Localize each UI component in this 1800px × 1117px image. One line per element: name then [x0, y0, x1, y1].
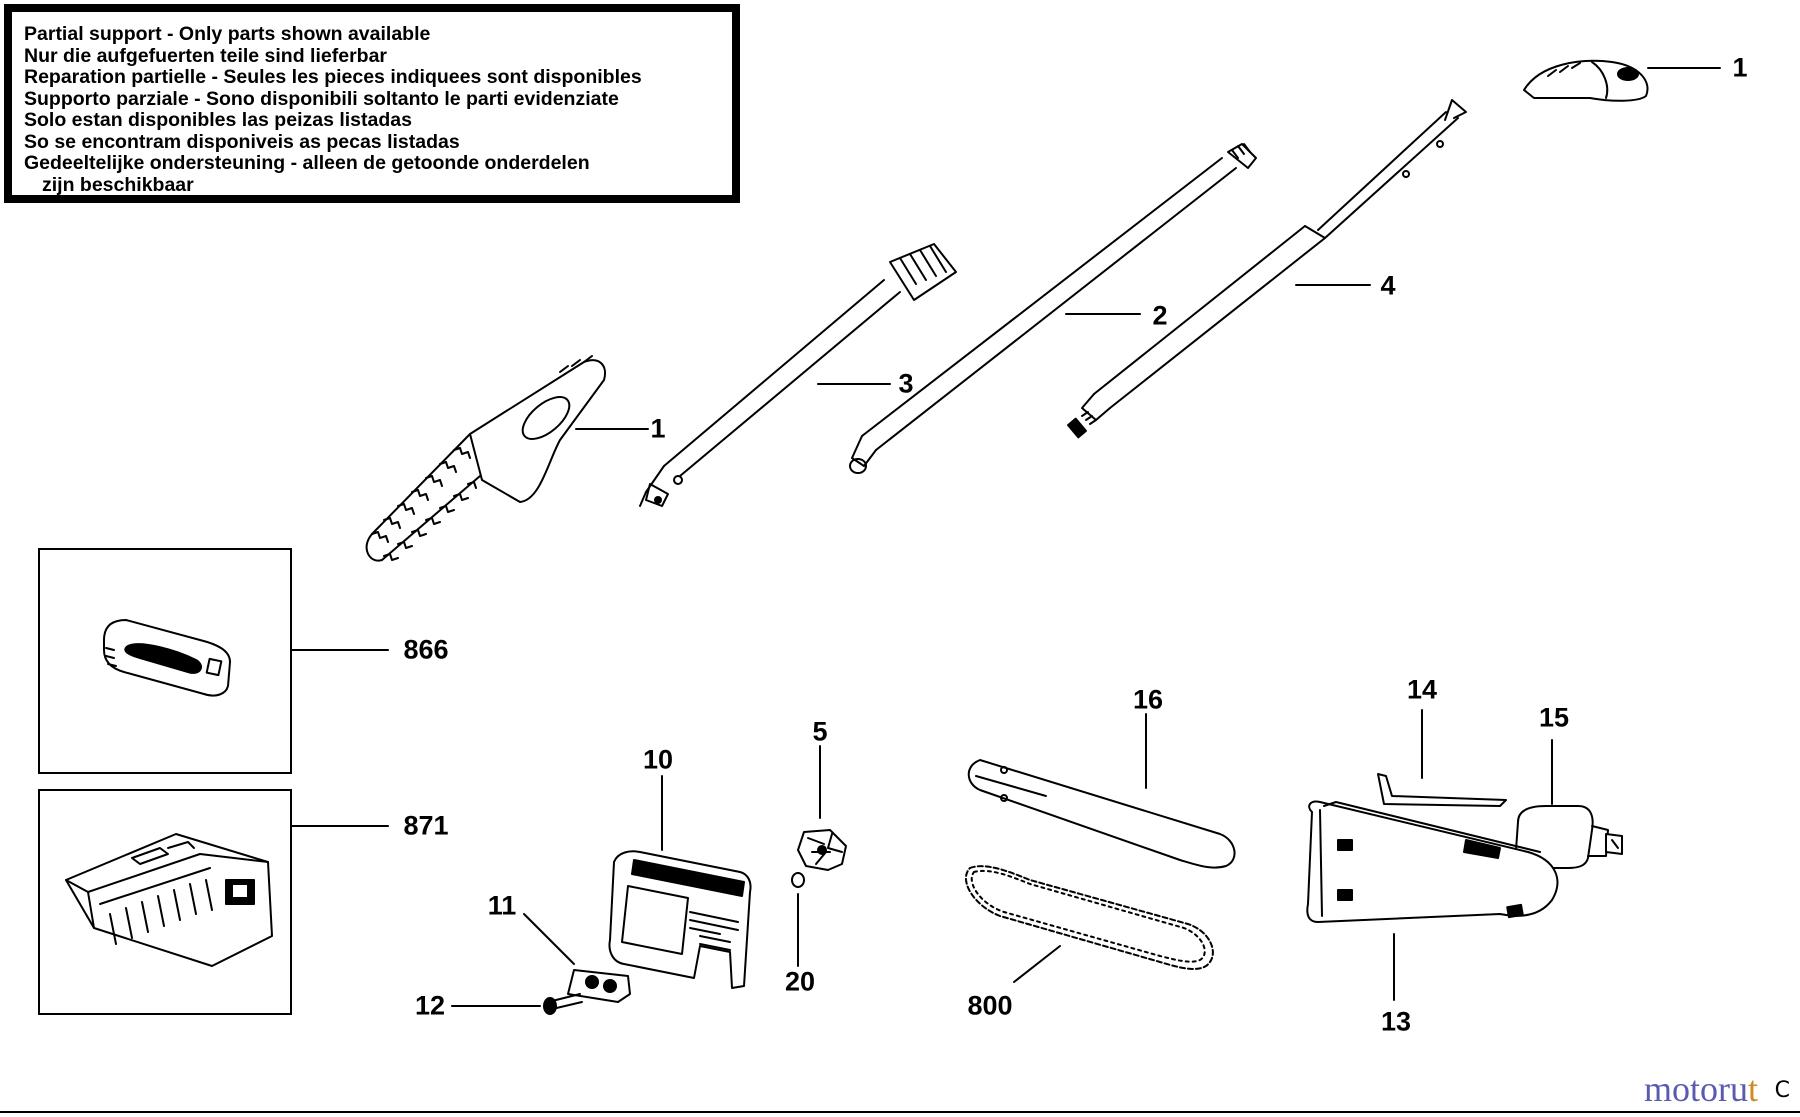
notice-line: Nur die aufgefuerten teile sind lieferba…	[24, 44, 387, 67]
bottom-rule	[0, 1111, 1800, 1113]
part-2-pole	[849, 143, 1257, 474]
partial-support-notice: Partial support - Only parts shown avail…	[4, 4, 740, 203]
part-4-pole	[1067, 99, 1467, 439]
part-1-cap	[1523, 59, 1649, 102]
leader-line	[1013, 945, 1061, 983]
notice-line: Solo estan disponibles las peizas listad…	[24, 109, 412, 131]
part-14-allen-key	[1377, 773, 1507, 807]
watermark-logo: motorut	[1643, 1069, 1758, 1109]
callout-12: 12	[414, 990, 446, 1021]
callout-11: 11	[487, 890, 517, 921]
part-800-chain	[964, 865, 1214, 970]
callout-1-saw: 1	[650, 413, 666, 444]
callout-15: 15	[1538, 702, 1570, 733]
callout-3: 3	[898, 368, 914, 399]
part-3-pole	[639, 243, 957, 507]
part-871-charger	[65, 833, 273, 967]
notice-line: Reparation partielle - Seules les pieces…	[24, 66, 642, 88]
callout-2: 2	[1152, 300, 1168, 331]
notice-line: Gedeeltelijke ondersteuning - alleen de …	[24, 152, 590, 174]
notice-line: Supporto parziale - Sono disponibili sol…	[24, 87, 619, 110]
callout-866: 866	[403, 634, 449, 665]
callout-800: 800	[967, 990, 1013, 1021]
part-11-plate	[567, 969, 631, 1003]
callout-13: 13	[1380, 1006, 1412, 1037]
callout-14: 14	[1406, 674, 1438, 705]
corner-mark: C	[1774, 1078, 1790, 1103]
battery-box	[38, 548, 292, 774]
part-1-saw-head	[365, 355, 606, 562]
callout-16: 16	[1132, 684, 1164, 715]
leader-line	[523, 913, 575, 965]
part-12-bolt	[543, 993, 583, 1015]
notice-line: zijn beschikbaar	[42, 173, 194, 196]
part-20-washer	[791, 872, 805, 888]
notice-line: So se encontram disponiveis as pecas lis…	[24, 130, 460, 153]
part-10-cover	[608, 850, 752, 989]
callout-20: 20	[784, 966, 816, 997]
notice-line: Partial support - Only parts shown avail…	[24, 23, 431, 45]
callout-1-top: 1	[1732, 52, 1748, 83]
callout-4: 4	[1380, 270, 1396, 301]
callout-10: 10	[642, 744, 674, 775]
callout-5: 5	[812, 716, 828, 747]
callout-871: 871	[403, 810, 449, 841]
part-866-battery	[103, 619, 231, 697]
part-16-guide-bar	[967, 759, 1236, 869]
part-13-bar-cover	[1306, 800, 1559, 923]
part-5-sprocket	[797, 829, 847, 871]
